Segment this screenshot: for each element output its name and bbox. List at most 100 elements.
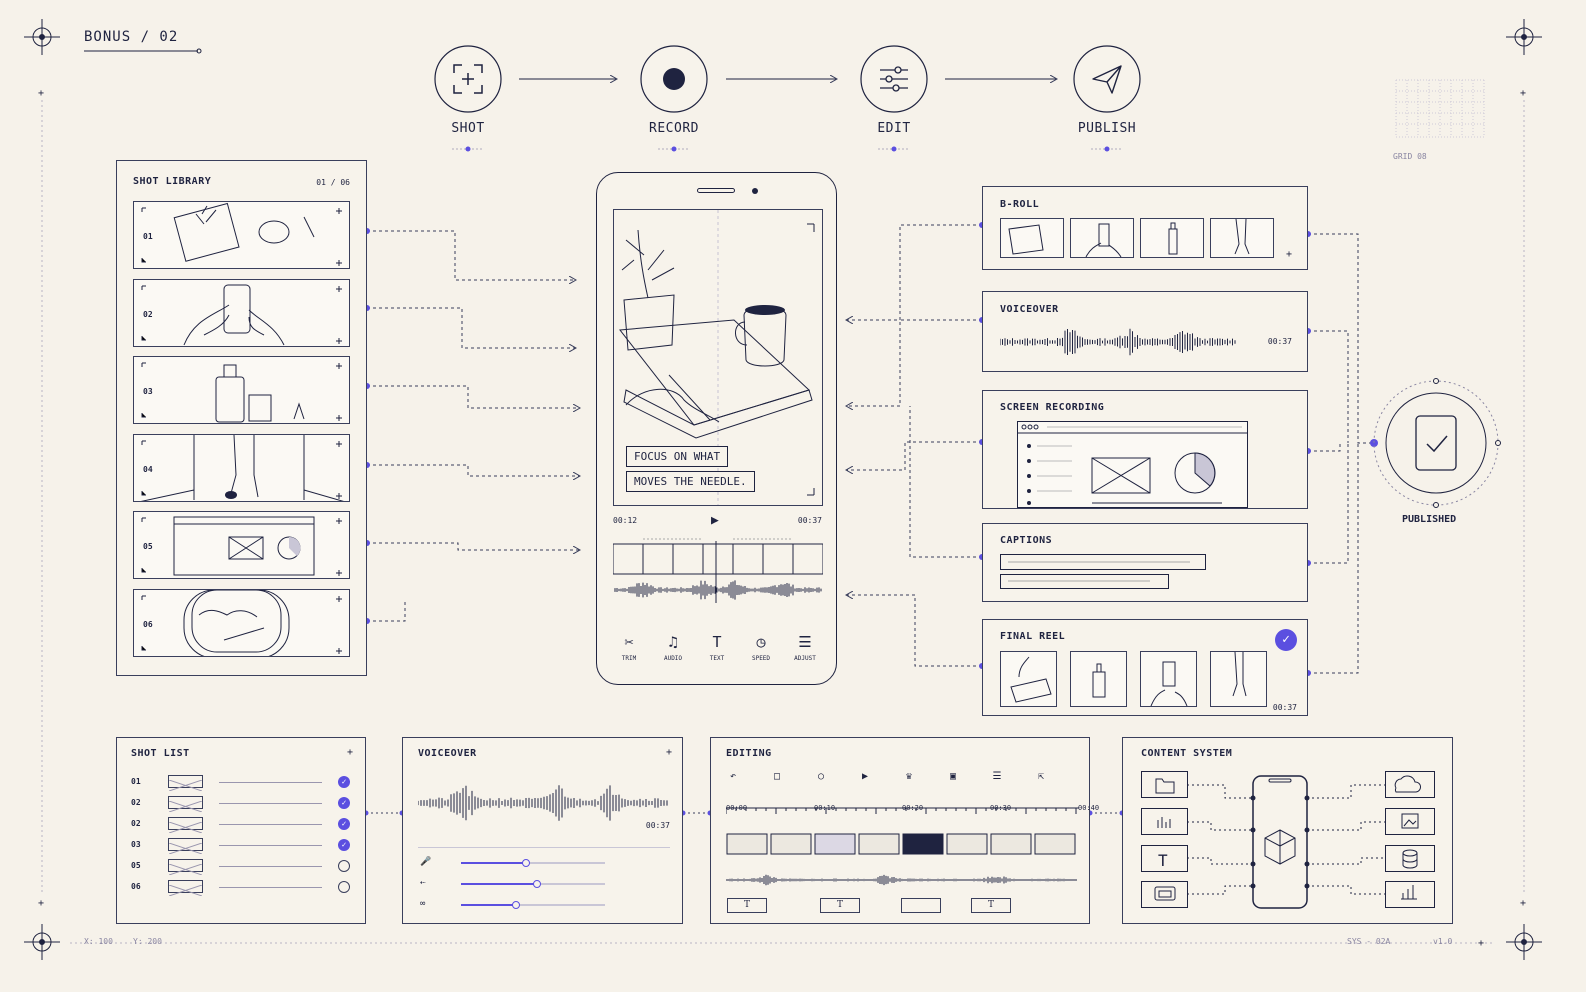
sliders-icon xyxy=(860,45,928,113)
bottom-voiceover-add-button[interactable]: + xyxy=(665,747,672,758)
focus-frame-icon xyxy=(434,45,502,113)
video-preview[interactable]: FOCUS ON WHAT MOVES THE NEEDLE. xyxy=(613,209,823,506)
voiceover-waveform xyxy=(1000,328,1236,356)
shot-list-row[interactable]: 05 xyxy=(131,858,353,876)
broll-thumbnail[interactable] xyxy=(1210,218,1274,258)
shot-number: 05 xyxy=(143,542,153,551)
undo-icon[interactable]: ↶ xyxy=(729,771,737,782)
divider xyxy=(418,847,670,848)
playback-time-total: 00:37 xyxy=(797,516,822,525)
text-overlay-marker[interactable]: T xyxy=(971,898,1011,913)
audio-icon: ♫ xyxy=(668,633,678,651)
tool-label: TEXT xyxy=(709,655,725,662)
broll-sketch xyxy=(1008,224,1044,255)
phone-mockup: FOCUS ON WHAT MOVES THE NEEDLE. 00:12 ▶ … xyxy=(596,172,837,685)
phone-timeline[interactable] xyxy=(613,533,823,603)
step-label-edit: EDIT xyxy=(877,121,911,136)
play-icon[interactable]: ▶ xyxy=(711,513,719,528)
slider-handle[interactable] xyxy=(511,901,520,909)
shot-list-line xyxy=(219,782,322,783)
tool-audio[interactable]: ♫AUDIO xyxy=(651,633,695,662)
text-overlay-marker[interactable]: T xyxy=(727,898,767,913)
volume-slider[interactable] xyxy=(461,859,605,867)
check-icon[interactable]: ✓ xyxy=(338,776,350,788)
shot-thumbnail xyxy=(141,202,342,266)
content-system-panel: CONTENT SYSTEM T xyxy=(1122,737,1453,924)
tool-trim[interactable]: ✂ TRIM xyxy=(607,633,651,662)
step-publish[interactable] xyxy=(1073,45,1141,113)
shot-list-thumbnail xyxy=(168,817,203,834)
check-icon[interactable]: ✓ xyxy=(338,818,350,830)
shot-card[interactable]: 03 xyxy=(133,356,350,424)
svg-text:+: + xyxy=(1478,938,1484,949)
volume-slider[interactable] xyxy=(461,880,605,888)
broll-thumbnail[interactable] xyxy=(1140,218,1204,258)
bottom-voiceover-duration: 00:37 xyxy=(645,821,670,830)
final-reel-thumbnail[interactable] xyxy=(1210,651,1267,707)
shot-list-row[interactable]: 02 ✓ xyxy=(131,816,353,834)
step-record[interactable] xyxy=(640,45,708,113)
screen-recording-panel: SCREEN RECORDING xyxy=(982,390,1308,509)
broll-thumbnail[interactable] xyxy=(1000,218,1064,258)
tool-label: TRIM xyxy=(621,655,637,662)
shot-list-line xyxy=(219,866,322,867)
shot-list-row[interactable]: 01✓ xyxy=(131,774,353,792)
final-reel-thumbnail[interactable] xyxy=(1070,651,1127,707)
shot-card[interactable]: 05 xyxy=(133,511,350,579)
playback-time-current: 00:12 xyxy=(613,516,638,525)
final-reel-thumbnail[interactable] xyxy=(1000,651,1057,707)
content-system-diagram: T xyxy=(1141,771,1435,909)
trim-icon: ✂ xyxy=(624,633,634,651)
text-overlay-marker[interactable] xyxy=(901,898,941,913)
export-icon[interactable]: ▣ xyxy=(949,771,957,782)
svg-text:T: T xyxy=(1158,851,1168,870)
shot-list-number: 02 xyxy=(131,819,141,828)
shot-card[interactable]: 02 xyxy=(133,278,350,347)
screen-recording-title: SCREEN RECORDING xyxy=(1000,402,1105,413)
layers-icon[interactable]: ☰ xyxy=(992,771,1002,782)
timeline-clip xyxy=(1034,833,1076,855)
final-reel-thumbnail[interactable] xyxy=(1140,651,1197,707)
check-icon[interactable]: ✓ xyxy=(338,839,350,851)
tool-adjust[interactable]: ☰ADJUST xyxy=(783,633,827,662)
broll-sketch xyxy=(1085,223,1122,258)
step-label-record: RECORD xyxy=(649,121,699,136)
shot-list-add-button[interactable]: + xyxy=(346,747,353,758)
record-icon[interactable]: ○ xyxy=(817,771,825,782)
shot-thumbnail xyxy=(141,284,342,345)
timeline-clip xyxy=(770,833,812,855)
slider-handle[interactable] xyxy=(533,880,542,888)
shot-list-row[interactable]: 02✓ xyxy=(131,795,353,813)
step-edit[interactable] xyxy=(860,45,928,113)
crown-icon[interactable]: ♛ xyxy=(905,771,913,782)
broll-sketch xyxy=(1234,218,1250,255)
shot-list-line xyxy=(219,824,322,825)
text-overlay-marker[interactable]: T xyxy=(820,898,860,913)
shot-list-row[interactable]: 06 xyxy=(131,879,353,897)
volume-slider[interactable] xyxy=(461,901,605,909)
broll-add-button[interactable]: + xyxy=(1285,249,1292,260)
slider-handle[interactable] xyxy=(521,859,530,867)
shot-thumbnail xyxy=(140,434,344,501)
check-icon[interactable]: ✓ xyxy=(338,797,350,809)
play-icon[interactable]: ▶ xyxy=(861,771,869,782)
coordinate-x: X: 100 xyxy=(84,937,113,946)
shot-number: 03 xyxy=(143,387,153,396)
shot-list-row[interactable]: 03✓ xyxy=(131,837,353,855)
empty-check-circle[interactable] xyxy=(338,881,350,893)
tool-label: ADJUST xyxy=(794,655,816,662)
step-shot[interactable] xyxy=(434,45,502,113)
broll-thumbnail[interactable] xyxy=(1070,218,1134,258)
share-icon: ⇠ xyxy=(420,878,426,888)
shot-card[interactable]: 04 xyxy=(133,433,350,502)
shot-card[interactable]: 06 xyxy=(133,588,350,657)
tool-speed[interactable]: ◷SPEED xyxy=(739,633,783,662)
resize-icon[interactable]: ⇱ xyxy=(1037,771,1045,782)
shot-card[interactable]: 01 xyxy=(133,201,350,269)
shot-list-thumbnail xyxy=(168,880,203,897)
editing-timeline[interactable] xyxy=(726,806,1081,896)
shot-list-line xyxy=(219,803,322,804)
empty-check-circle[interactable] xyxy=(338,860,350,872)
crop-icon[interactable]: □ xyxy=(773,771,781,782)
